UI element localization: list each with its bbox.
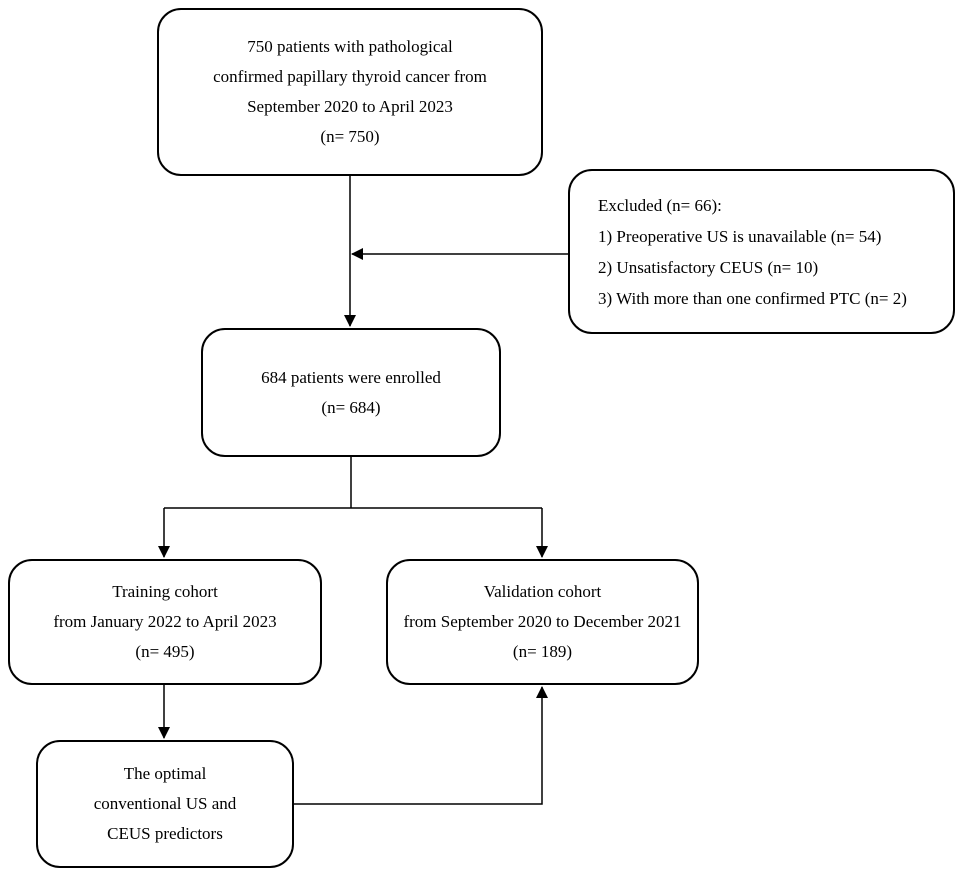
validation-line-3: (n= 189): [512, 642, 573, 661]
predictors-line-1: The optimal: [123, 764, 207, 783]
enrolled-box: 684 patients were enrolled (n= 684): [201, 328, 501, 457]
training-line-3: (n= 495): [135, 642, 195, 661]
excluded-line-3: 2) Unsatisfactory CEUS (n= 10): [598, 257, 819, 277]
excluded-line-4: 3) With more than one confirmed PTC (n= …: [598, 288, 907, 308]
enrolled-line-1: 684 patients were enrolled: [261, 367, 441, 387]
initial-line-2: confirmed papillary thyroid cancer from: [213, 67, 487, 86]
predictors-line-3: CEUS predictors: [107, 824, 223, 843]
initial-line-3: September 2020 to April 2023: [247, 97, 453, 116]
enrolled-line-2: (n= 684): [321, 397, 381, 417]
arrow-predictors-to-validation: [294, 686, 548, 805]
initial-line-4: (n= 750): [320, 127, 380, 146]
training-cohort-box: Training cohort from January 2022 to Apr…: [8, 559, 322, 685]
optimal-predictors-box: The optimal conventional US and CEUS pre…: [36, 740, 294, 868]
validation-line-2: from September 2020 to December 2021: [403, 612, 682, 631]
initial-line-1: 750 patients with pathological: [247, 37, 453, 56]
excluded-line-2: 1) Preoperative US is unavailable (n= 54…: [598, 226, 882, 246]
training-line-1: Training cohort: [112, 582, 218, 601]
initial-patients-box: 750 patients with pathological confirmed…: [157, 8, 543, 176]
excluded-line-1: Excluded (n= 66):: [598, 195, 722, 215]
training-line-2: from January 2022 to April 2023: [53, 612, 277, 631]
validation-cohort-box: Validation cohort from September 2020 to…: [386, 559, 699, 685]
validation-line-1: Validation cohort: [483, 582, 602, 601]
predictors-line-2: conventional US and: [93, 794, 237, 813]
excluded-box: Excluded (n= 66): 1) Preoperative US is …: [568, 169, 955, 334]
